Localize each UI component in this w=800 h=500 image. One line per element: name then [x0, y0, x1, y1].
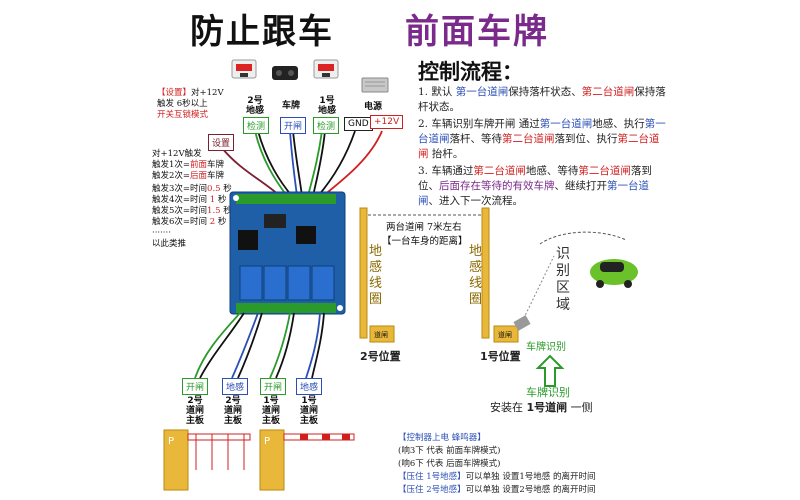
power-supply-icon [361, 77, 389, 93]
tag-gnd: GND [344, 117, 373, 131]
install-note: 安装在 1号道闸 一侧 [490, 401, 593, 414]
gap-label: 【一台车身的距离】 [382, 236, 468, 247]
settings-note: 【设置】对+12V 触发 6秒以上 开关互锁模式 [157, 88, 224, 120]
zone-label: 识别区域 [556, 246, 570, 313]
zone-arc [539, 231, 627, 245]
power-label: 电源 [363, 102, 382, 112]
sensor1-label: 1号地感 [317, 96, 336, 116]
flow-steps: 1. 默认 第一台道闸保持落杆状态、第二台道闸保持落杆状态。 2. 车辆识别车牌… [418, 85, 668, 211]
pos-1-label: 1号位置 [480, 350, 521, 363]
flow-heading: 控制流程： [418, 59, 523, 84]
tag-open-2: 开闸 [182, 378, 209, 395]
gate-box-1-label: 道闸 [498, 331, 512, 339]
car-icon [590, 259, 638, 288]
sensor2-device-icon [231, 59, 257, 79]
sensor1-device-icon [313, 59, 339, 79]
board-label-s2: 2号道闸主板 [223, 396, 242, 426]
board-label-g1: 1号道闸主板 [261, 396, 280, 426]
plate-camera-small-icon [513, 315, 531, 331]
gate-box-1-icon [493, 325, 519, 343]
bottom-note: 【控制器上电 蜂鸣器】 (响3下 代表 前面车牌模式) (响6下 代表 后面车牌… [398, 433, 596, 495]
plate-recog-label-2: 车牌识别 [526, 386, 570, 399]
up-arrow-icon [535, 354, 565, 387]
svg-text:P: P [168, 436, 174, 447]
plate-label: 车牌 [281, 101, 300, 111]
coil-label-right: 地感线圈 [469, 244, 483, 307]
step-3: 3. 车辆通过第二台道闸地感、等待第二台道闸落到位、后面存在等待的有效车牌、继续… [418, 165, 652, 207]
board-label-s1: 1号道闸主板 [299, 396, 318, 426]
board-label-g2: 2号道闸主板 [185, 396, 204, 426]
step-1: 1. 默认 第一台道闸保持落杆状态、第二台道闸保持落杆状态。 [418, 86, 666, 113]
tag-sense-1: 地感 [296, 378, 323, 395]
tag-sense-2: 地感 [222, 378, 249, 395]
plate-camera-icon [272, 66, 298, 80]
controller-board [229, 191, 346, 315]
tag-detect-2: 检测 [243, 117, 270, 134]
barrier-gate-2: P [163, 429, 251, 491]
post-1 [481, 207, 490, 339]
plate-recog-label-1: 车牌识别 [526, 342, 566, 353]
title-left: 防止跟车 [190, 12, 334, 52]
gate-box-2-label: 道闸 [374, 331, 388, 339]
tag-detect-1: 检测 [313, 117, 340, 134]
pos-2-label: 2号位置 [360, 350, 401, 363]
sensor2-label: 2号地感 [245, 96, 264, 116]
gate-box-2-icon [369, 325, 395, 343]
time-note: 触发3次=时间0.5 秒 触发4次=时间 1 秒 触发5次=时间1.5 秒 触发… [152, 184, 232, 249]
coil-label-left: 地感线圈 [369, 244, 383, 307]
title-right: 前面车牌 [405, 12, 549, 52]
top-wires [221, 130, 383, 197]
trigger-note: 对+12V触发 触发1次=前面车牌 触发2次=后面车牌 [152, 149, 225, 181]
tag-settings: 设置 [208, 134, 235, 151]
barrier-gate-1: P [259, 429, 355, 491]
svg-text:P: P [264, 436, 270, 447]
distance-label: 两台道闸 7米左右 [386, 222, 462, 233]
camera-sightline [521, 255, 555, 323]
step-2: 2. 车辆识别车牌开闸 通过第一台道闸地感、执行第一台道闸落杆、等待第二台道闸落… [418, 118, 666, 160]
tag-open: 开闸 [280, 117, 307, 134]
bottom-wires [194, 312, 325, 379]
post-2 [359, 207, 368, 339]
tag-plus12v: +12V [370, 115, 404, 129]
tag-open-1: 开闸 [260, 378, 287, 395]
